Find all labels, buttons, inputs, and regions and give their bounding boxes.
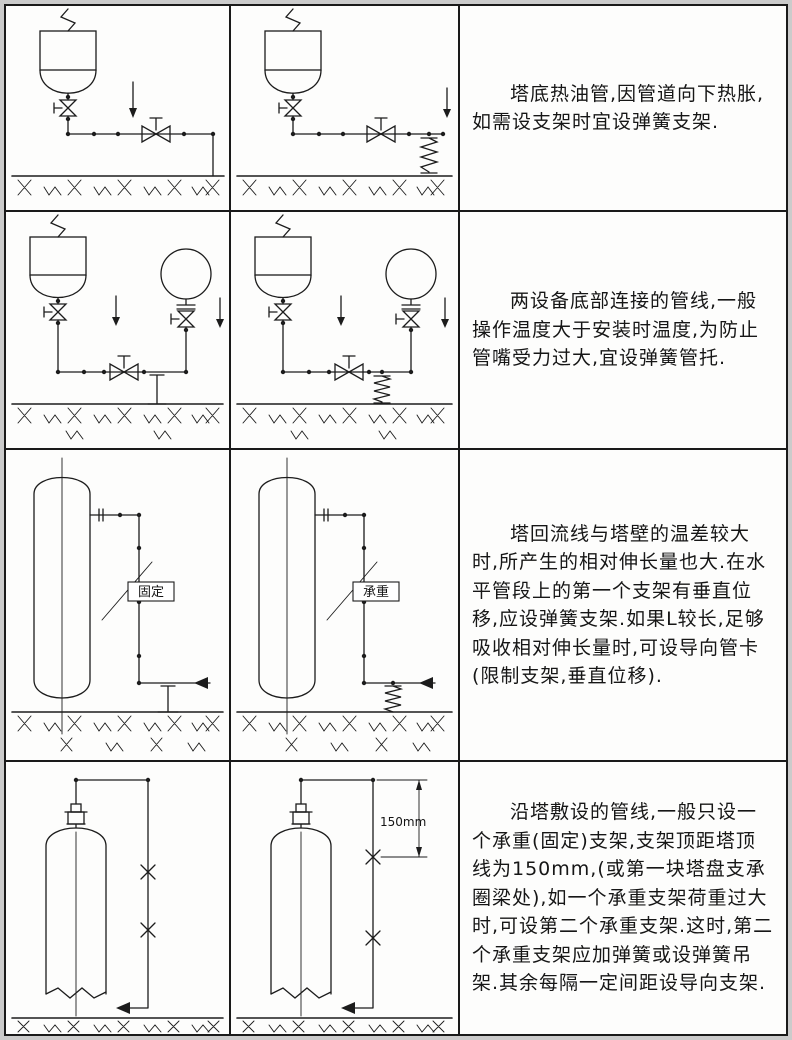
flow-arrow (194, 677, 208, 689)
vessel (39, 8, 97, 94)
ground (236, 175, 453, 196)
diagram-r4-guides (6, 762, 229, 1034)
pipe-run (280, 369, 414, 375)
note-text: 塔底热油管,因管道向下热胀,如需设支架时宜设弹簧支架. (472, 82, 765, 134)
flow-arrow (419, 677, 433, 689)
piping-diagram (11, 214, 224, 440)
flow-arrow (116, 1002, 130, 1014)
leader-line (101, 561, 153, 621)
top-valve (64, 779, 88, 829)
diagram-r2-spring-support (231, 212, 458, 448)
piping-diagram (236, 8, 453, 196)
rigid-support (147, 374, 167, 405)
ground (11, 1017, 224, 1033)
right-vessel (385, 248, 437, 373)
piping-diagram: 150mm (236, 777, 453, 1033)
support-label: 固定 (127, 581, 175, 602)
thermal-movement-arrow (443, 87, 451, 118)
riser-pipe (73, 777, 151, 1009)
ground (11, 175, 225, 196)
spring-support (382, 685, 404, 713)
piping-diagram (11, 8, 225, 196)
thermal-movement-arrow (112, 295, 224, 328)
column-vessel (270, 827, 332, 1017)
inline-valve (109, 355, 139, 382)
spring-support (418, 137, 440, 174)
note-r4: 沿塔敷设的管线,一般只设一个承重(固定)支架,支架顶距塔顶线为150mm,(或第… (460, 762, 786, 1034)
ground (11, 711, 224, 752)
note-r3: 塔回流线与塔壁的温差较大时,所产生的相对伸长量也大.在水平管段上的第一个支架有垂… (460, 450, 786, 760)
bottom-valve (53, 92, 78, 135)
ground (236, 711, 453, 752)
pipe-run (290, 131, 446, 137)
diagram-r3-spring-support: 承重 (231, 450, 458, 760)
note-r2: 两设备底部连接的管线,一般操作温度大于安装时温度,为防止管嘴受力过大,宜设弹簧管… (460, 212, 786, 448)
pipe-run (55, 369, 189, 375)
right-vessel (160, 248, 212, 373)
flow-arrow (341, 1002, 355, 1014)
riser-pipe (298, 777, 376, 1009)
spring-support (371, 375, 393, 404)
load-bearing-label: 承重 (363, 584, 389, 600)
thermal-movement-arrow (337, 295, 449, 328)
piping-diagram (11, 777, 224, 1033)
column-vessel (33, 457, 91, 735)
guide-support-marks (140, 864, 156, 938)
support-marks (365, 849, 381, 946)
fixed-label: 固定 (138, 585, 164, 600)
support-label: 承重 (352, 581, 400, 602)
diagram-r1-rigid-drop (6, 6, 229, 210)
ground (236, 403, 453, 440)
top-valve (289, 779, 313, 829)
note-text: 沿塔敷设的管线,一般只设一个承重(固定)支架,支架顶距塔顶线为150mm,(或第… (472, 801, 774, 995)
column-vessel (258, 457, 316, 735)
diagram-r1-spring-support (231, 6, 458, 210)
inline-valve (334, 355, 364, 382)
piping-diagram: 固定 (11, 457, 224, 752)
dimension-label: 150mm (380, 815, 426, 829)
column-vessel (45, 827, 107, 1017)
ground (11, 403, 224, 440)
inline-valve (141, 117, 171, 144)
left-vessel (254, 214, 312, 373)
diagram-r4-dimensioned: 150mm (231, 762, 458, 1034)
diagram-r3-fixed-support: 固定 (6, 450, 229, 760)
bottom-valve (278, 92, 303, 135)
left-vessel (29, 214, 87, 373)
thermal-movement-arrow (129, 81, 137, 118)
piping-diagram (236, 214, 453, 440)
piping-diagram: 承重 (236, 457, 453, 752)
figure-table: 塔底热油管,因管道向下热胀,如需设支架时宜设弹簧支架. (4, 4, 788, 1036)
inline-valve (366, 117, 396, 144)
note-text: 塔回流线与塔壁的温差较大时,所产生的相对伸长量也大.在水平管段上的第一个支架有垂… (472, 522, 767, 688)
leader-line (326, 561, 378, 621)
vessel (264, 8, 322, 94)
diagram-r2-rigid-support (6, 212, 229, 448)
ground (236, 1017, 453, 1033)
note-text: 两设备底部连接的管线,一般操作温度大于安装时温度,为防止管嘴受力过大,宜设弹簧管… (472, 290, 760, 370)
pipe-run (65, 131, 216, 177)
note-r1: 塔底热油管,因管道向下热胀,如需设支架时宜设弹簧支架. (460, 6, 786, 210)
rigid-support (157, 685, 179, 713)
dimension: 150mm (376, 779, 428, 858)
